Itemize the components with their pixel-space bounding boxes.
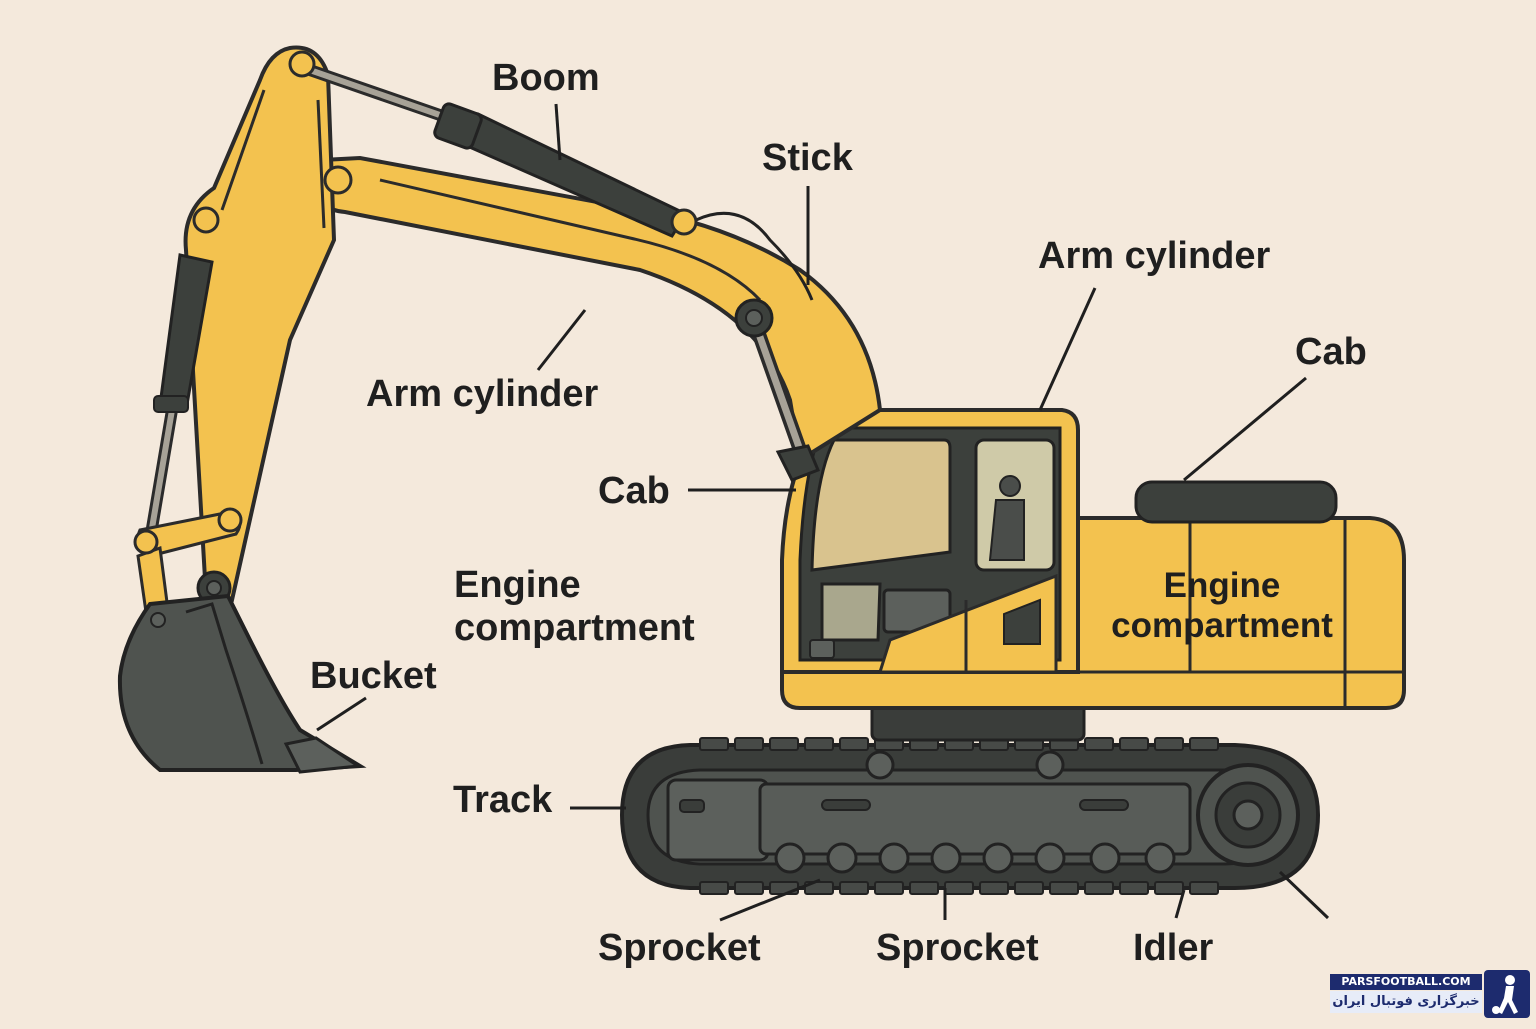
upper-structure <box>780 408 1406 710</box>
watermark-player-logo <box>1484 970 1530 1018</box>
boom-stick-assembly <box>133 45 883 614</box>
leader-lines <box>316 103 1330 922</box>
label-stick: Stick <box>762 137 853 179</box>
label-cab-left: Cab <box>598 470 670 512</box>
label-sprocket-middle: Sprocket <box>876 927 1039 969</box>
watermark-tagline: خبرگزاری فوتبال ایران <box>1330 991 1482 1013</box>
label-cab-right: Cab <box>1295 331 1367 373</box>
label-arm-cylinder-left: Arm cylinder <box>366 373 599 415</box>
watermark: PARSFOOTBALL.COM خبرگزاری فوتبال ایران <box>1330 970 1530 1020</box>
label-bucket: Bucket <box>310 655 437 697</box>
watermark-site: PARSFOOTBALL.COM <box>1330 974 1482 990</box>
label-idler: Idler <box>1133 927 1214 969</box>
label-engine-body-line1: Engine <box>1163 566 1281 605</box>
label-engine-body-line2: compartment <box>1111 605 1333 645</box>
label-boom: Boom <box>492 57 600 99</box>
label-engine-compartment-body: Engine compartment <box>1106 566 1338 645</box>
label-engine-left-line1: Engine <box>454 564 581 606</box>
label-track: Track <box>453 779 553 821</box>
track <box>619 737 1321 895</box>
label-sprocket-left: Sprocket <box>598 927 761 969</box>
bucket <box>117 593 367 774</box>
label-engine-left-line2: compartment <box>454 606 695 649</box>
label-engine-compartment-left: Engine compartment <box>454 564 695 650</box>
label-arm-cylinder-right: Arm cylinder <box>1038 235 1271 277</box>
